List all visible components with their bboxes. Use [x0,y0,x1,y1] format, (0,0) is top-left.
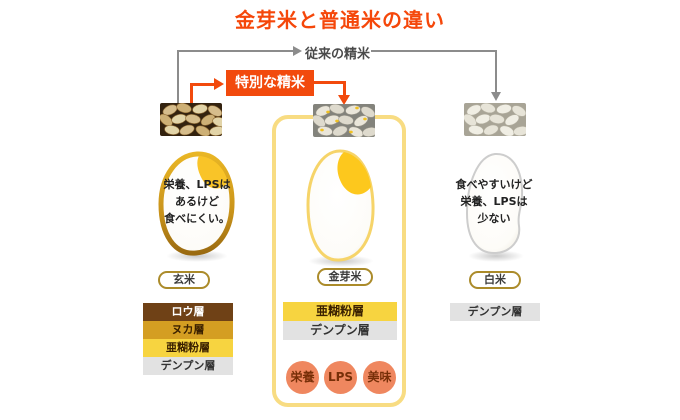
hakumai-grain-note: 食べやすいけど 栄養、LPSは 少ない [455,178,533,225]
kinmemai-layer-starch: デンプン層 [283,321,397,340]
conventional-milling-label: 従来の精米 [305,47,371,62]
kinmemai-grain-illustration [302,147,378,263]
hakumai-grain-shadow [468,250,524,262]
hakumai-layer-starch: デンプン層 [450,303,540,321]
brown-rice-photo [160,103,222,136]
kinmemai-layer-subaleurone: 亜糊粉層 [283,302,397,321]
special-flow-line-left [190,83,215,86]
white-rice-photo [464,103,526,136]
red-arrow-right-icon [214,78,224,90]
special-flow-line-right [314,81,345,84]
genmai-layer-starch: デンプン層 [143,357,233,375]
badge-nutrition: 栄養 [286,361,319,394]
genmai-layer-subaleurone: 亜糊粉層 [143,339,233,357]
badge-delicious: 美味 [363,361,396,394]
hakumai-label-pill: 白米 [469,271,521,289]
special-milling-badge: 特別な精米 [226,70,314,96]
arrow-right-icon [293,46,302,56]
hakumai-grain-illustration [459,149,529,259]
arrow-down-icon [491,92,501,101]
special-flow-line-up [190,86,193,103]
conventional-flow-line-down [495,50,497,92]
genmai-grain-note: 栄養、LPSは あるけど 食べにくい。 [163,178,231,225]
conventional-flow-line-top-left [177,50,293,52]
conventional-flow-line-top-right [371,50,497,52]
genmai-layer-wax: ロウ層 [143,303,233,321]
kinmemai-label-pill: 金芽米 [317,268,373,286]
genmai-grain-illustration [151,149,243,259]
red-arrow-down-icon [338,95,350,105]
genmai-layer-bran: ヌカ層 [143,321,233,339]
genmai-label-pill: 玄米 [158,271,210,289]
conventional-flow-line-up [177,50,179,103]
special-flow-line-down [343,81,346,96]
kinmemai-rice-photo [313,104,375,137]
page-title: 金芽米と普通米の違い [235,8,445,32]
badge-lps: LPS [324,361,357,394]
